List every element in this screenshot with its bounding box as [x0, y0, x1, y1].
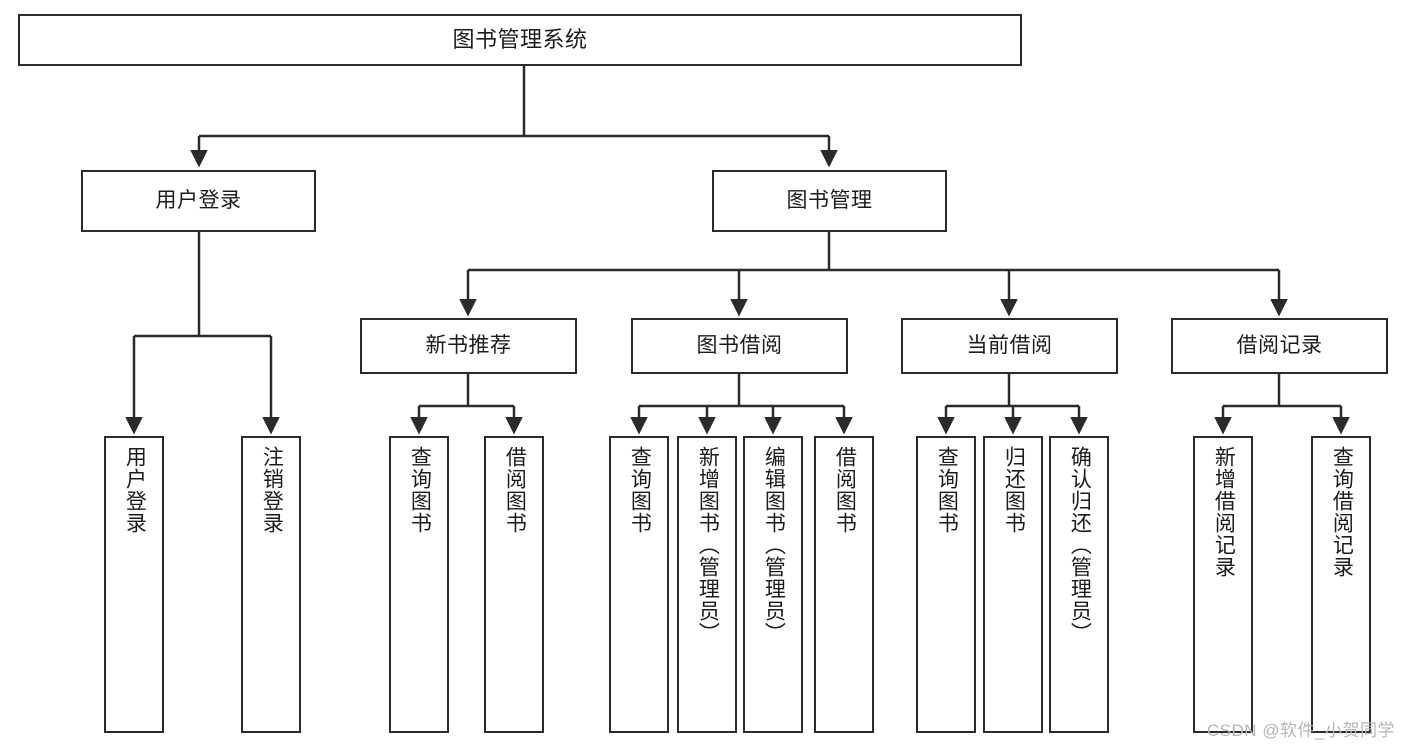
- leaf-current-borrow-query[interactable]: 查询图书: [916, 436, 976, 733]
- leaf-borrow-record-add[interactable]: 新增借阅记录: [1193, 436, 1253, 733]
- leaf-label: 借阅图书: [833, 446, 857, 534]
- leaf-label: 借阅图书: [503, 446, 527, 534]
- leaf-label: 确认归还（管理员）: [1068, 446, 1092, 644]
- leaf-current-borrow-confirm-return[interactable]: 确认归还（管理员）: [1049, 436, 1109, 733]
- leaf-label: 查询图书: [408, 446, 432, 534]
- node-root[interactable]: 图书管理系统: [18, 14, 1022, 66]
- node-current-borrow-label: 当前借阅: [966, 333, 1053, 357]
- node-book-management[interactable]: 图书管理: [712, 170, 947, 232]
- leaf-label: 注销登录: [260, 446, 284, 534]
- node-current-borrow[interactable]: 当前借阅: [901, 318, 1118, 374]
- leaf-label: 查询图书: [935, 446, 959, 534]
- node-book-borrow-label: 图书借阅: [696, 333, 783, 357]
- leaf-label: 查询借阅记录: [1330, 446, 1354, 578]
- leaf-label: 新增图书（管理员）: [696, 446, 720, 644]
- leaf-book-borrow-borrow[interactable]: 借阅图书: [814, 436, 874, 733]
- node-book-management-label: 图书管理: [786, 188, 873, 212]
- leaf-new-book-borrow[interactable]: 借阅图书: [484, 436, 544, 733]
- leaf-label: 归还图书: [1002, 446, 1026, 534]
- leaf-book-borrow-query[interactable]: 查询图书: [609, 436, 669, 733]
- node-user-login[interactable]: 用户登录: [81, 170, 316, 232]
- leaf-book-borrow-add[interactable]: 新增图书（管理员）: [677, 436, 737, 733]
- leaf-label: 查询图书: [628, 446, 652, 534]
- node-borrow-record-label: 借阅记录: [1236, 333, 1323, 357]
- leaf-label: 新增借阅记录: [1212, 446, 1236, 578]
- leaf-book-borrow-edit[interactable]: 编辑图书（管理员）: [743, 436, 803, 733]
- node-new-book-recommend-label: 新书推荐: [425, 333, 512, 357]
- leaf-new-book-query[interactable]: 查询图书: [389, 436, 449, 733]
- leaf-user-login-signin[interactable]: 用户登录: [104, 436, 164, 733]
- watermark: CSDN @软件_小贺同学: [1206, 721, 1395, 740]
- leaf-current-borrow-return[interactable]: 归还图书: [983, 436, 1043, 733]
- node-user-login-label: 用户登录: [155, 188, 242, 212]
- leaf-label: 编辑图书（管理员）: [762, 446, 786, 644]
- node-new-book-recommend[interactable]: 新书推荐: [360, 318, 577, 374]
- leaf-label: 用户登录: [123, 446, 147, 534]
- leaf-borrow-record-query[interactable]: 查询借阅记录: [1311, 436, 1371, 733]
- leaf-user-login-signout[interactable]: 注销登录: [241, 436, 301, 733]
- node-book-borrow[interactable]: 图书借阅: [631, 318, 848, 374]
- node-borrow-record[interactable]: 借阅记录: [1171, 318, 1388, 374]
- node-root-label: 图书管理系统: [452, 27, 588, 53]
